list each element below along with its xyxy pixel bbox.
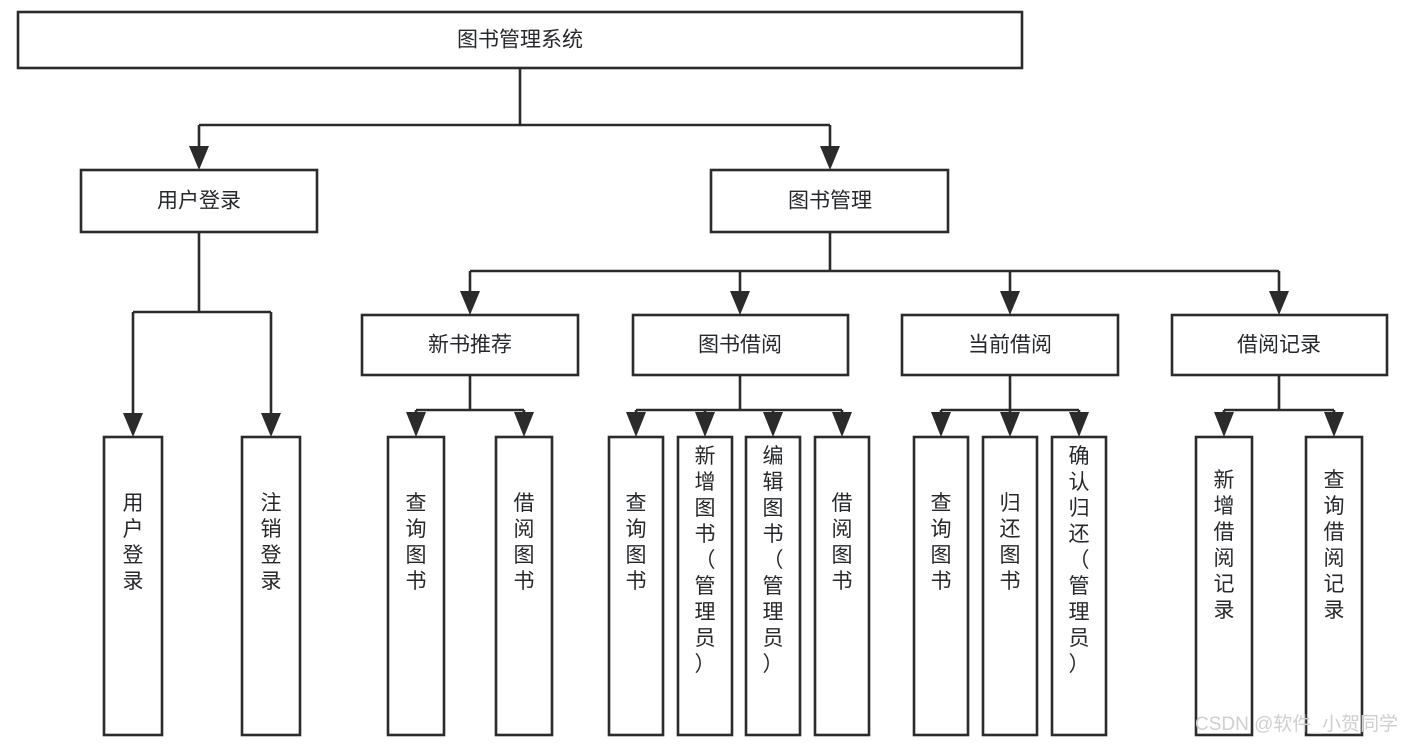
arrowhead-leaf-borrow-book-2 [832, 412, 852, 437]
arrowhead-current-borrow [1000, 291, 1020, 315]
leaf-query-book-2-box[interactable] [607, 435, 665, 737]
node-book-borrow[interactable]: 图书借阅 [631, 313, 850, 377]
borrow-record-box[interactable] [1170, 313, 1389, 377]
leaf-query-book-1-box[interactable] [386, 435, 446, 737]
arrowhead-leaf-query-record [1324, 412, 1344, 437]
leaf-add-record-box[interactable] [1194, 435, 1254, 737]
arrowhead-user-login [189, 146, 209, 170]
book-borrow-box[interactable] [631, 313, 850, 377]
leaf-query-book-2-label: 查询图书 [626, 492, 647, 593]
node-leaf-borrow-book-1[interactable]: 借阅图书 [494, 435, 554, 737]
node-leaf-query-book-2[interactable]: 查询图书 [607, 435, 665, 737]
leaf-borrow-book-2-label: 借阅图书 [832, 492, 853, 593]
connector-layer [123, 68, 1344, 437]
leaf-query-book-1-label: 查询图书 [406, 492, 427, 593]
leaf-logout-login-label: 注销登录 [261, 492, 282, 593]
node-leaf-query-book-1[interactable]: 查询图书 [386, 435, 446, 737]
node-leaf-return-book[interactable]: 归还图书 [981, 435, 1039, 737]
leaf-query-record-box[interactable] [1304, 435, 1364, 737]
arrowhead-leaf-add-book [695, 412, 715, 437]
leaf-logout-login-box[interactable] [240, 435, 302, 737]
arrowhead-new-book-recommend [460, 291, 480, 315]
leaf-user-login-label: 用户登录 [123, 492, 144, 593]
leaf-return-book-box[interactable] [981, 435, 1039, 737]
arrowhead-leaf-add-record [1214, 412, 1234, 437]
node-root[interactable]: 图书管理系统 [16, 10, 1024, 70]
arrowhead-leaf-borrow-book-1 [514, 412, 534, 437]
new-book-recommend-box[interactable] [360, 313, 580, 377]
book-manage-label: 图书管理 [788, 190, 872, 213]
node-leaf-query-record[interactable]: 查询借阅记录 [1304, 435, 1364, 737]
arrowhead-leaf-edit-book [763, 412, 783, 437]
new-book-recommend-label: 新书推荐 [428, 334, 512, 357]
node-leaf-add-book[interactable]: 新增图书（管理员） [676, 435, 734, 737]
arrowhead-book-borrow [730, 291, 750, 315]
arrowhead-leaf-query-book-2 [626, 412, 646, 437]
root-box[interactable] [16, 10, 1024, 70]
leaf-borrow-book-1-box[interactable] [494, 435, 554, 737]
node-leaf-logout-login[interactable]: 注销登录 [240, 435, 302, 737]
arrowhead-leaf-query-book-3 [931, 412, 951, 437]
leaf-edit-book-label: 编辑图书（管理员） [763, 445, 784, 676]
user-login-label: 用户登录 [157, 190, 241, 213]
leaf-query-record-label: 查询借阅记录 [1324, 469, 1345, 622]
node-new-book-recommend[interactable]: 新书推荐 [360, 313, 580, 377]
node-leaf-user-login[interactable]: 用户登录 [102, 435, 164, 737]
borrow-record-label: 借阅记录 [1237, 334, 1321, 357]
arrowhead-leaf-logout-login [261, 413, 281, 437]
node-leaf-add-record[interactable]: 新增借阅记录 [1194, 435, 1254, 737]
arrowhead-borrow-record [1269, 291, 1289, 315]
arrowhead-leaf-confirm-return [1069, 412, 1089, 437]
node-user-login[interactable]: 用户登录 [79, 168, 319, 234]
node-borrow-record[interactable]: 借阅记录 [1170, 313, 1389, 377]
leaf-confirm-return-label: 确认归还（管理员） [1069, 445, 1090, 676]
leaf-add-book-box[interactable] [676, 435, 734, 737]
node-leaf-confirm-return[interactable]: 确认归还（管理员） [1050, 435, 1108, 737]
arrowhead-leaf-user-login [123, 413, 143, 437]
node-book-manage[interactable]: 图书管理 [709, 168, 950, 234]
user-login-box[interactable] [79, 168, 319, 234]
node-current-borrow[interactable]: 当前借阅 [900, 313, 1120, 377]
csdn-watermark: CSDN @软件_小贺同学 [1195, 713, 1398, 735]
node-leaf-query-book-3[interactable]: 查询图书 [912, 435, 970, 737]
leaf-query-book-3-label: 查询图书 [931, 492, 952, 593]
arrowhead-leaf-query-book-1 [406, 412, 426, 437]
book-manage-box[interactable] [709, 168, 950, 234]
arrowhead-book-manage [820, 146, 840, 170]
arrowhead-leaf-return-book [1000, 412, 1020, 437]
root-label: 图书管理系统 [457, 29, 583, 52]
current-borrow-box[interactable] [900, 313, 1120, 377]
leaf-borrow-book-1-label: 借阅图书 [514, 492, 535, 593]
leaf-confirm-return-box[interactable] [1050, 435, 1108, 737]
leaf-borrow-book-2-box[interactable] [813, 435, 871, 737]
leaf-return-book-label: 归还图书 [1000, 492, 1021, 593]
leaf-add-record-label: 新增借阅记录 [1214, 469, 1235, 622]
current-borrow-label: 当前借阅 [968, 334, 1052, 357]
node-leaf-borrow-book-2[interactable]: 借阅图书 [813, 435, 871, 737]
book-borrow-label: 图书借阅 [698, 334, 782, 357]
leaf-query-book-3-box[interactable] [912, 435, 970, 737]
node-leaf-edit-book[interactable]: 编辑图书（管理员） [744, 435, 802, 737]
leaf-edit-book-box[interactable] [744, 435, 802, 737]
leaf-user-login-box[interactable] [102, 435, 164, 737]
leaf-add-book-label: 新增图书（管理员） [695, 445, 716, 676]
